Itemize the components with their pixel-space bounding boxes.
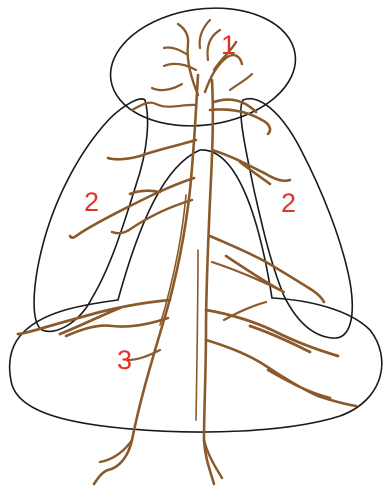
low-branch-right-3: [224, 302, 266, 320]
low-branch-left-3: [128, 350, 160, 360]
trunk-inner-line: [160, 195, 198, 420]
low-branch-left-1: [18, 300, 170, 334]
mid-branch-left-1: [108, 140, 196, 159]
crown-branch-2: [164, 47, 196, 70]
zone-outlines: [10, 0, 382, 432]
tree-drawing: [18, 20, 356, 484]
low-branch-right-2: [206, 340, 356, 406]
zone-1-outline: [103, 0, 303, 137]
zone-2-right-label: 2: [281, 188, 296, 218]
zone-2-right-outline: [241, 99, 352, 338]
trunk-left-edge: [94, 75, 198, 484]
low-branch-right-1: [206, 310, 338, 356]
crown-branch-4: [200, 20, 220, 60]
trunk-right-edge: [204, 80, 214, 484]
zone-3-label: 3: [117, 345, 132, 375]
low-branch-left-2: [66, 318, 168, 336]
crown-branch-7: [152, 74, 252, 90]
zone-2-left-label: 2: [84, 187, 99, 217]
zone-1-label: 1: [221, 30, 236, 60]
crown-branch-5: [132, 103, 196, 110]
zone-labels: 1 2 2 3: [84, 30, 296, 375]
